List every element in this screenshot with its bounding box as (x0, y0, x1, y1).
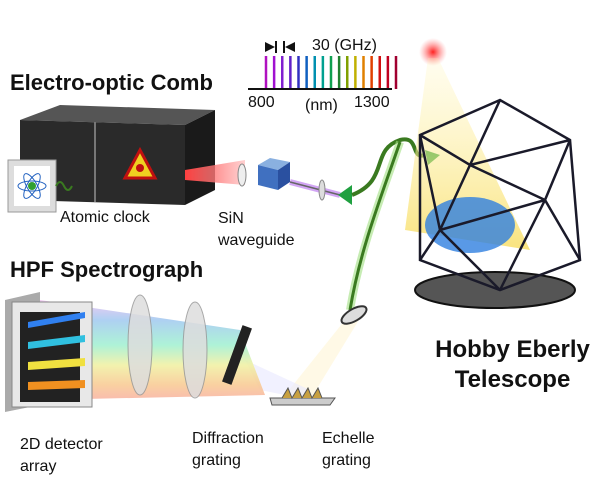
sin-waveguide-chip (258, 158, 341, 198)
detector-array (5, 292, 93, 412)
diffraction-grating (222, 325, 252, 385)
sin-waveguide-label: SiN waveguide (218, 208, 295, 252)
lens-2 (182, 301, 208, 399)
dispersed-light (40, 300, 265, 400)
telescope-title-line2: Telescope (454, 366, 571, 393)
detector-line2: array (20, 458, 57, 475)
diffraction-label: Diffraction grating (192, 428, 264, 472)
spacing-arrows-icon (265, 41, 295, 53)
fiber-output-lens (340, 305, 368, 325)
spectrum-min-label: 800 (248, 94, 275, 111)
telescope-frame (418, 98, 582, 292)
spectrograph-title: HPF Spectrograph (10, 257, 204, 282)
detector-label: 2D detector array (20, 434, 103, 478)
telescope-title-line1: Hobby Eberly (435, 336, 590, 363)
atomic-clock-label: Atomic clock (60, 209, 150, 226)
eo-comb-box (20, 105, 215, 205)
spacing-label: 30 (GHz) (312, 37, 377, 54)
laser-beam (185, 160, 245, 185)
comb-title: Electro-optic Comb (10, 70, 213, 95)
starlight-cone (405, 58, 530, 250)
lens (237, 163, 247, 187)
spectrum-unit-label: (nm) (305, 97, 338, 114)
atomic-clock-icon (7, 159, 73, 213)
star-icon (419, 38, 447, 66)
lens-1 (127, 294, 153, 396)
spectrum-max-label: 1300 (354, 94, 390, 111)
collimator-lens (318, 179, 326, 201)
fiber-to-spectrograph (348, 141, 402, 311)
echelle-grating (269, 386, 336, 406)
echelle-line1: Echelle (322, 430, 375, 447)
telescope-title: Hobby Eberly Telescope (425, 335, 600, 395)
input-beam (285, 310, 365, 400)
diffraction-line1: Diffraction (192, 430, 264, 447)
sin-line2: waveguide (218, 232, 295, 249)
telescope-base (414, 271, 576, 309)
detector-line1: 2D detector (20, 436, 103, 453)
echelle-label: Echelle grating (322, 428, 374, 472)
diffraction-line2: grating (192, 452, 241, 469)
fiber-coupler-icon (338, 185, 352, 205)
comb-spectrum (264, 56, 398, 89)
laser-warning-icon (122, 146, 158, 180)
echelle-line2: grating (322, 452, 371, 469)
sin-line1: SiN (218, 210, 244, 227)
